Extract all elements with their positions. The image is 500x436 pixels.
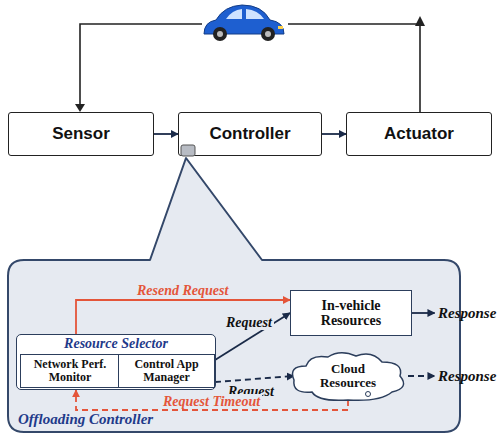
node-text: Offloading Controller: [18, 411, 153, 428]
arrow-head: [75, 104, 85, 112]
edge-label: Request Timeout: [161, 394, 262, 409]
node-text: Network Perf. Monitor: [23, 358, 117, 383]
loop-line: [288, 24, 420, 112]
actuator-box: Actuator: [346, 112, 492, 156]
car-illustration: [204, 5, 284, 41]
node-text: Actuator: [384, 124, 454, 144]
edge-label: Request: [224, 315, 274, 330]
response-arrow: [408, 375, 435, 377]
resource-box: In-vehicle Resources: [290, 290, 412, 336]
connector: [322, 133, 346, 135]
resource-selector-box: Resource SelectorNetwork Perf. MonitorCo…: [16, 334, 216, 390]
connector: [215, 376, 294, 382]
response-label: Response: [438, 305, 496, 322]
node-text: Controller: [209, 124, 290, 144]
sensor-box: Sensor: [8, 112, 154, 156]
offloading-panel-outline: [8, 158, 460, 432]
offload-chip: [181, 145, 195, 156]
node-text: In-vehicle Resources: [297, 298, 405, 329]
connector: [76, 300, 290, 334]
controller-box: Controller: [178, 112, 322, 156]
app-manager-box: Control App Manager: [118, 354, 215, 388]
edge-label: Resend Request: [135, 283, 230, 298]
connector: [215, 313, 290, 360]
node-text: Sensor: [52, 124, 110, 144]
node-text: Resource Selector: [17, 336, 215, 352]
monitor-box: Network Perf. Monitor: [20, 354, 120, 388]
arrow-head: [415, 16, 425, 26]
node-text: Cloud Resources: [302, 362, 394, 389]
loop-line: [80, 24, 202, 106]
node-text: Control App Manager: [121, 358, 212, 383]
response-label: Response: [438, 368, 496, 385]
cloud-shape: Cloud Resources: [288, 352, 408, 400]
connector: [154, 133, 178, 135]
connector: [76, 390, 348, 410]
response-arrow: [412, 312, 435, 314]
